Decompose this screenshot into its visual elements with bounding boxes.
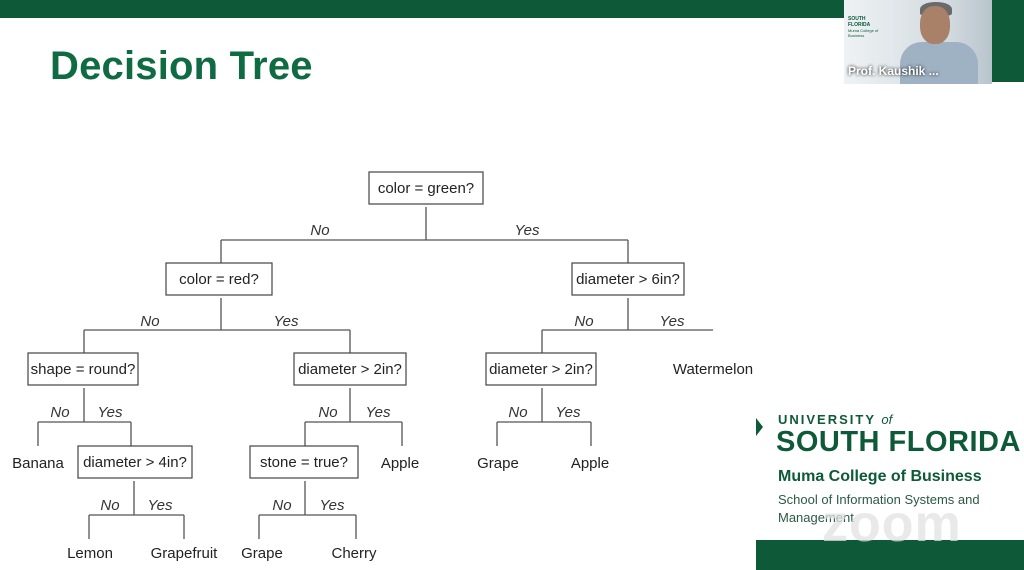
edge-label-no: No xyxy=(508,404,527,421)
edge-label-yes: Yes xyxy=(365,404,391,421)
node-diameter-2in-a: diameter > 2in? xyxy=(293,352,410,388)
edge-root xyxy=(220,204,629,263)
edge-label-yes: Yes xyxy=(97,404,123,421)
edge-shape-round xyxy=(37,386,132,446)
video-background-logo: SOUTH FLORIDA Muma College of Business xyxy=(848,16,879,38)
edge-label-yes: Yes xyxy=(555,404,581,421)
edge-label-yes: Yes xyxy=(659,313,685,330)
university-name: SOUTH FLORIDA xyxy=(776,426,1021,458)
svg-text:diameter > 2in?: diameter > 2in? xyxy=(298,361,402,378)
university-label: UNIVERSITY of xyxy=(778,412,893,427)
edge-diameter-6in xyxy=(541,295,713,353)
node-diameter-4in: diameter > 4in? xyxy=(77,445,196,481)
top-green-band xyxy=(0,0,1024,18)
edge-label-no: No xyxy=(318,404,337,421)
leaf-banana: Banana xyxy=(12,455,64,472)
edge-label-no: No xyxy=(574,313,593,330)
edge-diameter-2in-a xyxy=(304,386,403,446)
leaf-cherry: Cherry xyxy=(331,545,377,562)
node-stone-true: stone = true? xyxy=(249,445,362,481)
zoom-watermark: zoom xyxy=(822,495,962,553)
logo-marker-icon xyxy=(756,418,763,436)
leaf-apple: Apple xyxy=(571,455,609,472)
edge-label-no: No xyxy=(140,313,159,330)
right-green-band xyxy=(992,18,1024,82)
svg-text:shape = round?: shape = round? xyxy=(31,361,136,378)
svg-text:diameter > 2in?: diameter > 2in? xyxy=(489,361,593,378)
svg-text:color = green?: color = green? xyxy=(378,180,474,197)
svg-text:diameter > 4in?: diameter > 4in? xyxy=(83,454,187,471)
leaf-watermelon: Watermelon xyxy=(673,361,753,378)
leaf-lemon: Lemon xyxy=(67,545,113,562)
edge-color-red xyxy=(83,295,351,353)
school-name: School of Information Systems and Manage… xyxy=(778,492,980,525)
node-color-red: color = red? xyxy=(165,262,276,298)
node-diameter-2in-b: diameter > 2in? xyxy=(485,352,600,388)
edge-label-yes: Yes xyxy=(514,222,540,239)
edge-labels: No Yes No Yes No Yes No Yes No Yes No Ye… xyxy=(50,222,685,514)
node-diameter-6in: diameter > 6in? xyxy=(571,262,688,298)
tree-edges xyxy=(37,204,713,539)
svg-text:color = red?: color = red? xyxy=(179,271,259,288)
edge-label-no: No xyxy=(50,404,69,421)
college-name: Muma College of Business xyxy=(778,468,982,485)
edge-label-no: No xyxy=(310,222,329,239)
edge-label-yes: Yes xyxy=(147,497,173,514)
edge-diameter-2in-b xyxy=(496,386,592,446)
participant-video-tile[interactable]: SOUTH FLORIDA Muma College of Business P… xyxy=(844,0,992,84)
edge-stone-true xyxy=(258,479,357,539)
edge-diameter-4in xyxy=(88,479,185,539)
usf-logo-block: UNIVERSITY of SOUTH FLORIDA Muma College… xyxy=(756,404,1024,540)
edge-label-yes: Yes xyxy=(273,313,299,330)
svg-text:stone = true?: stone = true? xyxy=(260,454,348,471)
leaf-grape: Grape xyxy=(477,455,519,472)
decision-tree-diagram: No Yes No Yes No Yes No Yes No Yes No Ye… xyxy=(12,171,753,562)
edge-label-yes: Yes xyxy=(319,497,345,514)
leaf-grape: Grape xyxy=(241,545,283,562)
edge-label-no: No xyxy=(272,497,291,514)
slide-title: Decision Tree xyxy=(50,44,313,88)
edge-label-no: No xyxy=(100,497,119,514)
participant-name-tag: Prof. Kaushik ... xyxy=(848,64,939,78)
svg-text:diameter > 6in?: diameter > 6in? xyxy=(576,271,680,288)
node-root: color = green? xyxy=(368,171,487,207)
participant-head xyxy=(920,6,950,44)
leaf-labels: Banana Apple Grape Apple Watermelon Lemo… xyxy=(12,361,753,562)
leaf-grapefruit: Grapefruit xyxy=(151,545,219,562)
leaf-apple: Apple xyxy=(381,455,419,472)
node-shape-round: shape = round? xyxy=(27,352,142,388)
participant-body xyxy=(900,42,978,84)
